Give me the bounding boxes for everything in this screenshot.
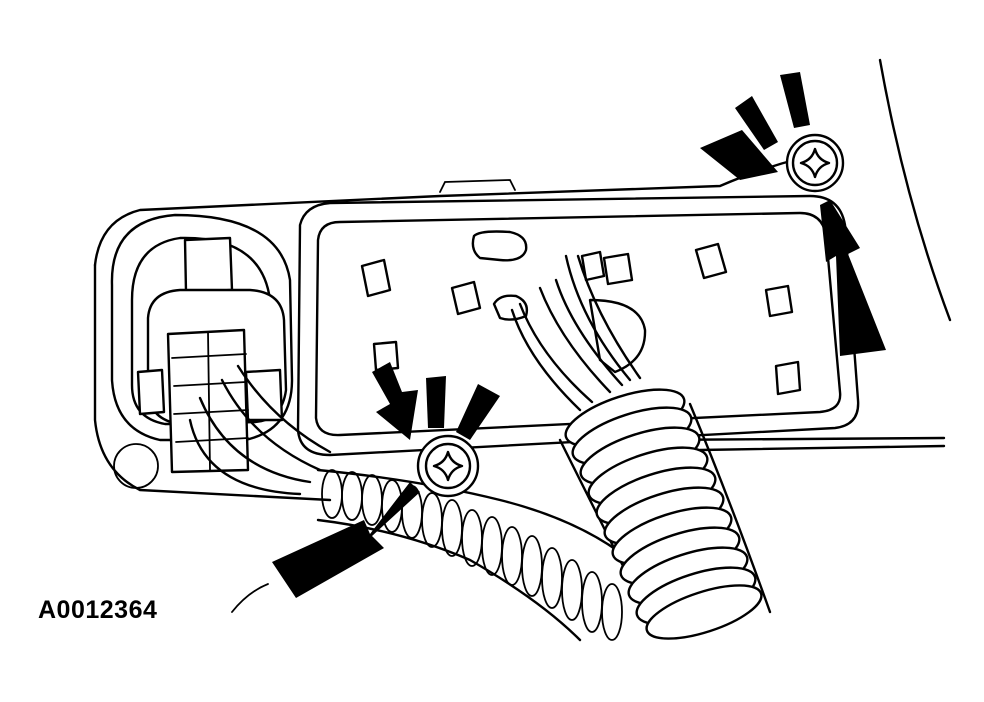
conduit-right bbox=[558, 388, 772, 640]
panel-slots bbox=[360, 230, 802, 396]
leader-line bbox=[231, 583, 269, 613]
lower-fastener bbox=[416, 434, 480, 498]
figure-identifier: A0012364 bbox=[38, 596, 158, 624]
connector-wires bbox=[188, 364, 332, 496]
connector-housing bbox=[110, 213, 294, 489]
upper-fastener bbox=[785, 133, 845, 193]
upper-callout-arrows bbox=[700, 72, 886, 356]
grommet-wires bbox=[492, 254, 647, 412]
inner-panel bbox=[296, 194, 860, 457]
lower-callout-arrows bbox=[272, 362, 500, 598]
